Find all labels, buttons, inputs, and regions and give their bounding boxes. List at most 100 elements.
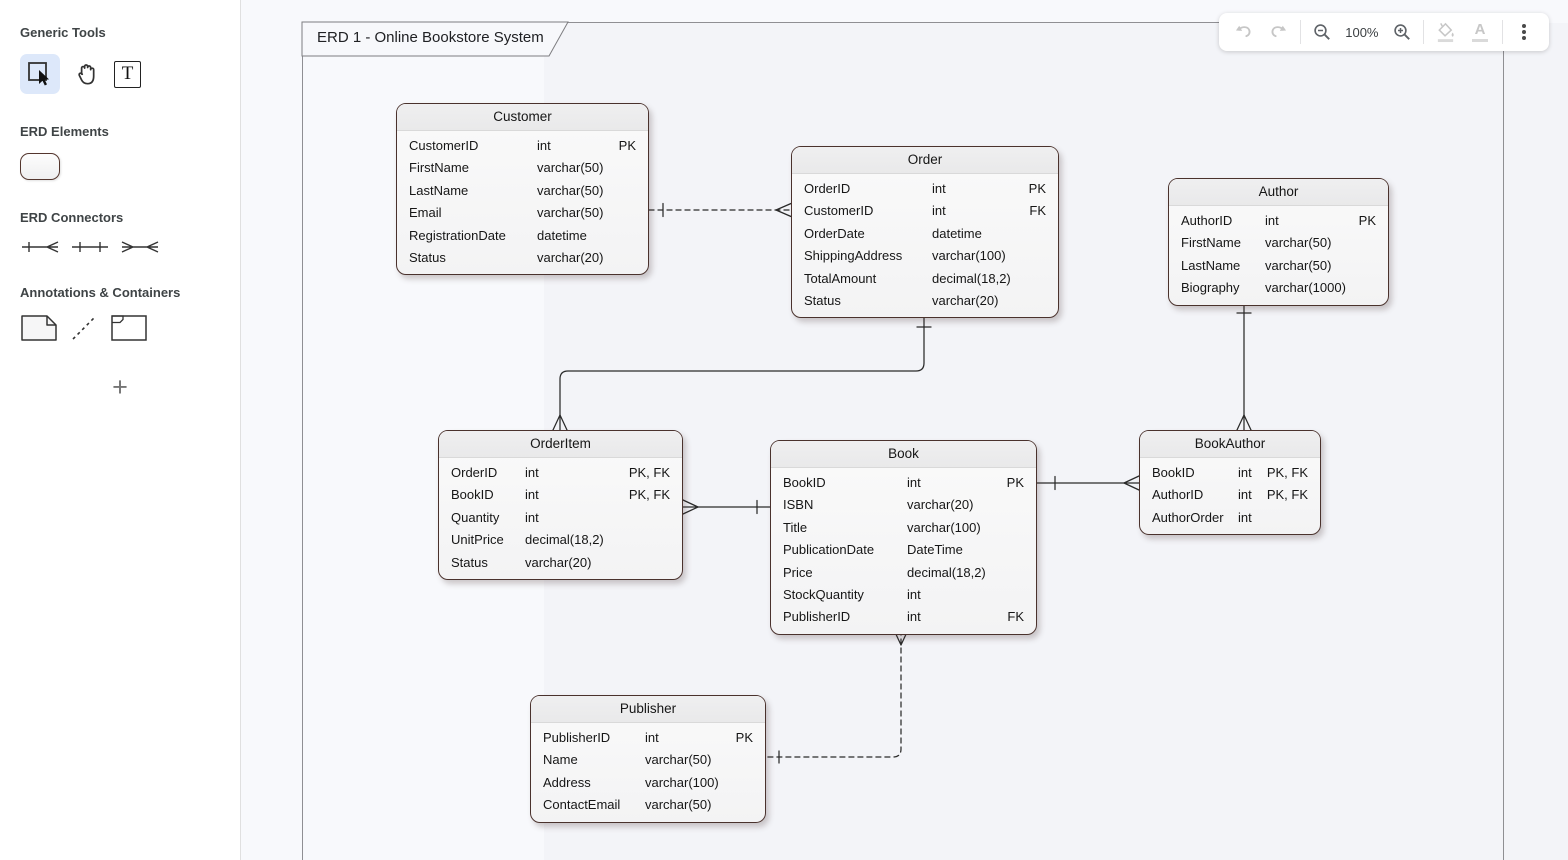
section-title-erd-connectors: ERD Connectors	[20, 210, 124, 225]
field-type: decimal(18,2)	[907, 564, 986, 580]
field-type: int	[1238, 509, 1252, 525]
one-to-many-icon	[22, 241, 59, 253]
field-name: FirstName	[1181, 235, 1241, 251]
toolbar-divider	[1423, 20, 1425, 44]
field-name: PublisherID	[783, 609, 851, 625]
field-name: CustomerID	[409, 138, 479, 153]
field-type: DateTime	[907, 542, 963, 558]
field-name: RegistrationDate	[409, 227, 506, 243]
field-name: ShippingAddress	[804, 248, 903, 264]
field-name: LastName	[1181, 257, 1241, 273]
note-shape-tool[interactable]	[20, 314, 58, 342]
field-name: OrderID	[451, 465, 498, 480]
entity-title: Author	[1169, 179, 1388, 206]
many-to-many-connector-tool[interactable]	[120, 239, 160, 255]
entity-field-row: Name varchar(50)	[531, 749, 765, 771]
entity-field-row: ShippingAddress varchar(100)	[792, 245, 1058, 267]
dashed-line-shape-tool[interactable]	[70, 314, 98, 342]
text-tool[interactable]: T	[114, 60, 141, 88]
entity-title: Book	[771, 441, 1036, 468]
section-title-generic-tools: Generic Tools	[20, 25, 106, 40]
fill-color-icon	[1438, 22, 1454, 43]
field-type: varchar(100)	[932, 248, 1006, 264]
field-name: Name	[543, 752, 578, 768]
field-type: varchar(50)	[645, 797, 712, 813]
field-name: ContactEmail	[543, 797, 621, 813]
pan-tool[interactable]	[74, 60, 100, 88]
zoom-out-button[interactable]	[1310, 19, 1335, 45]
field-name: StockQuantity	[783, 586, 864, 602]
field-type: int	[932, 203, 946, 219]
field-name: CustomerID	[804, 203, 874, 219]
entity-title: OrderItem	[439, 431, 682, 458]
field-type: int	[525, 465, 539, 480]
many-to-many-icon	[121, 241, 159, 253]
text-color-button[interactable]: A	[1467, 19, 1492, 45]
select-tool[interactable]	[20, 54, 60, 94]
field-type: varchar(50)	[1265, 257, 1332, 273]
section-title-annotations: Annotations & Containers	[20, 285, 181, 300]
zoom-in-button[interactable]	[1389, 19, 1414, 45]
field-key: PK	[1006, 475, 1024, 490]
container-shape-tool[interactable]	[110, 314, 148, 342]
field-type: int	[525, 509, 539, 525]
field-name: Status	[409, 249, 446, 265]
entity-field-row: FirstName varchar(50)	[1169, 232, 1388, 254]
container-icon	[111, 315, 147, 341]
field-name: Address	[543, 774, 591, 790]
field-key: PK, FK	[628, 487, 670, 503]
field-name: BookID	[783, 475, 826, 490]
redo-button[interactable]	[1265, 19, 1290, 45]
field-type: varchar(100)	[907, 519, 981, 535]
field-name: Quantity	[451, 509, 500, 525]
field-type: datetime	[537, 227, 587, 243]
field-key: FK	[1029, 203, 1046, 219]
fill-color-button[interactable]	[1433, 19, 1458, 45]
undo-icon	[1235, 25, 1251, 38]
more-options-button[interactable]	[1512, 19, 1537, 45]
add-shapes-button[interactable]: +	[112, 372, 128, 402]
field-name: Biography	[1181, 280, 1240, 296]
diagram-tab-title[interactable]: ERD 1 - Online Bookstore System	[317, 29, 544, 46]
field-type: varchar(20)	[537, 249, 604, 265]
diagram-tab[interactable]	[300, 20, 580, 60]
field-type: varchar(50)	[1265, 235, 1332, 251]
field-key: PK, FK	[1266, 487, 1308, 503]
entity-title: BookAuthor	[1140, 431, 1320, 458]
section-title-erd-elements: ERD Elements	[20, 124, 109, 139]
field-type: varchar(50)	[645, 752, 712, 768]
field-type: decimal(18,2)	[525, 532, 604, 548]
field-name: FirstName	[409, 160, 469, 176]
note-icon	[21, 315, 57, 341]
entity-shape-tool[interactable]	[20, 153, 60, 180]
field-key: PK, FK	[1266, 465, 1308, 480]
field-key: PK	[1028, 181, 1046, 196]
field-type: int	[537, 138, 551, 153]
toolbar-divider	[1501, 20, 1503, 44]
undo-button[interactable]	[1231, 19, 1256, 45]
one-to-many-connector-tool[interactable]	[20, 239, 60, 255]
one-to-one-connector-tool[interactable]	[70, 239, 110, 255]
field-name: OrderID	[804, 181, 851, 196]
